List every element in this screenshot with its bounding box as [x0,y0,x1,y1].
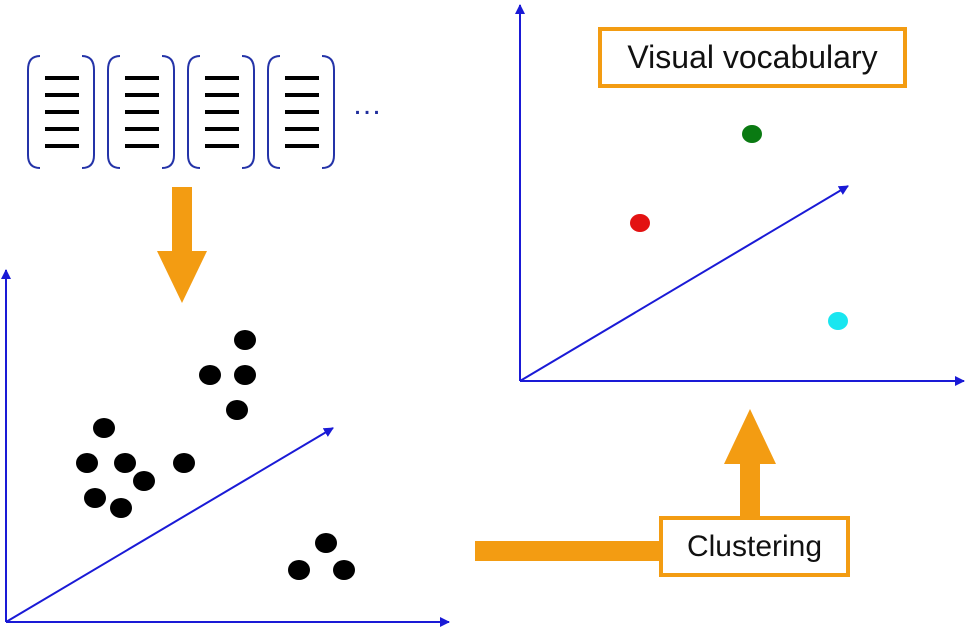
descriptor-vector [27,55,95,169]
feature-point [114,453,136,473]
visual-word-green [742,125,762,143]
left-bracket [27,55,41,169]
visual-vocabulary-label: Visual vocabulary [598,27,907,88]
feature-point [84,488,106,508]
clustering-arrow-icon [475,409,776,561]
feature-point [133,471,155,491]
visual-word-red [630,214,650,232]
feature-point [226,400,248,420]
feature-point [234,365,256,385]
descriptor-vector [107,55,175,169]
more-descriptors-ellipsis: … [352,88,385,121]
visual-word-cyan [828,312,848,330]
right-bracket [321,55,335,169]
left-bracket [107,55,121,169]
feature-point [234,330,256,350]
descriptor-list [27,55,335,169]
feature-point [173,453,195,473]
right-bracket [161,55,175,169]
down-arrow-icon [157,187,207,303]
right-bracket [81,55,95,169]
descriptor-vector [187,55,255,169]
right-bracket [241,55,255,169]
descriptor-vector [267,55,335,169]
vocabulary-words [630,125,848,330]
feature-point [110,498,132,518]
feature-point [76,453,98,473]
feature-point [93,418,115,438]
clustering-label: Clustering [659,516,850,577]
vocabulary-space-axes [515,4,965,386]
feature-space-axes [0,269,450,627]
feature-point [333,560,355,580]
feature-point [315,533,337,553]
feature-point [199,365,221,385]
left-bracket [187,55,201,169]
left-bracket [267,55,281,169]
feature-points [76,330,355,580]
feature-point [288,560,310,580]
